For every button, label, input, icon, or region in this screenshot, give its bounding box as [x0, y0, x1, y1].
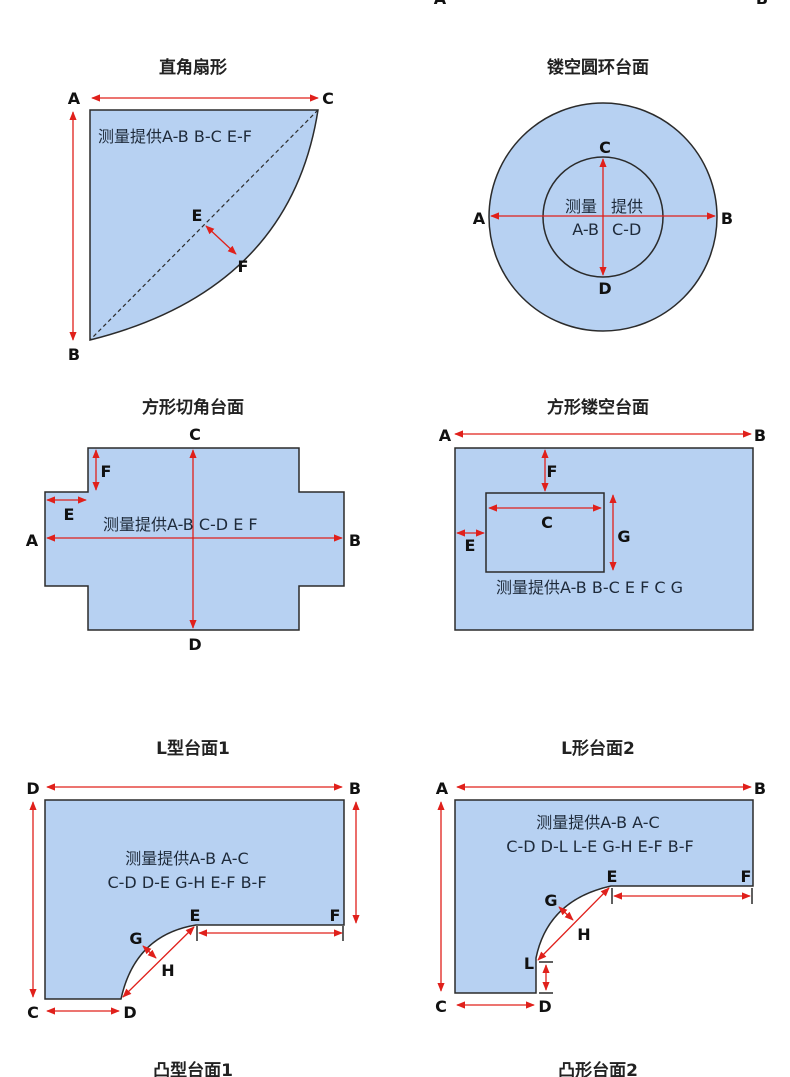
label-c: C [189, 425, 201, 444]
label-c: C [27, 1003, 39, 1022]
measurement-note: 测量提供A-B B-C E-F [98, 127, 252, 146]
label-l: L [524, 954, 534, 973]
panel-title-convex-1: 凸型台面1 [153, 1060, 233, 1077]
label-b: B [349, 779, 361, 798]
panel-title: L形台面2 [561, 738, 635, 759]
panel-title: 方形镂空台面 [547, 397, 649, 418]
label-e: E [192, 206, 203, 225]
label-a: A [68, 89, 81, 108]
dimension-arrow-d-e [122, 926, 195, 998]
l-shape [44, 799, 345, 1000]
label-f: F [547, 462, 558, 481]
hollow-cutout [485, 492, 605, 573]
label-d: D [538, 997, 551, 1016]
measurement-note-1: 测量提供A-B A-C [536, 813, 659, 832]
label-e: E [607, 867, 618, 886]
label-c: C [599, 138, 611, 157]
dimension-arrow-g-h [558, 906, 574, 921]
label-d-top: D [26, 779, 39, 798]
label-b: B [721, 209, 733, 228]
measurement-note-2: C-D D-L L-E G-H E-F B-F [506, 837, 693, 856]
label-a: A [473, 209, 486, 228]
sector-chord [89, 109, 319, 341]
panel-title: 方形切角台面 [142, 397, 244, 418]
label-e: E [64, 505, 75, 524]
label-a: A [26, 531, 39, 550]
label-f: F [741, 867, 752, 886]
measurement-note: 测量提供A-B B-C E F C G [496, 578, 683, 597]
label-h: H [161, 961, 174, 980]
label-e: E [465, 536, 476, 555]
fragment-label-b: B [756, 0, 768, 8]
measurement-note-2b: C-D [612, 220, 641, 239]
label-f: F [238, 257, 249, 276]
measurement-note-1: 测量提供A-B A-C [125, 849, 248, 868]
measurement-note-2: C-D D-E G-H E-F B-F [107, 873, 266, 892]
label-c: C [322, 89, 334, 108]
panel-hollow-ring: 镂空圆环台面 A B C D 测量 提供 A-B C-D [473, 57, 733, 332]
panel-square-hollow: 方形镂空台面 A B F C G E 测量提供A-B B-C E F C G [439, 397, 766, 631]
measurement-note-2a: A-B [572, 220, 599, 239]
panel-title: 直角扇形 [159, 57, 227, 78]
label-b: B [754, 426, 766, 445]
label-g: G [544, 891, 557, 910]
panel-title: 镂空圆环台面 [547, 57, 649, 78]
label-f: F [101, 462, 112, 481]
label-c: C [435, 997, 447, 1016]
label-g: G [129, 929, 142, 948]
panel-title: L型台面1 [156, 738, 230, 759]
panel-square-cut-corners: 方形切角台面 A B C D F E 测量提供A-B C-D E F [26, 397, 361, 654]
label-b: B [754, 779, 766, 798]
dimension-arrow-g-h [142, 945, 157, 959]
panel-l-shape-1: L型台面1 D B C D E F G H 测量提供A-B A-C C-D D-… [26, 738, 361, 1022]
measurement-note-1b: 提供 [611, 197, 643, 216]
label-d: D [598, 279, 611, 298]
cross-shape [44, 447, 345, 631]
label-a: A [439, 426, 452, 445]
label-g: G [617, 527, 630, 546]
label-d-bottom: D [123, 1003, 136, 1022]
panel-title-convex-2: 凸形台面2 [558, 1060, 638, 1077]
fragment-label-a: A [434, 0, 447, 8]
label-e: E [190, 906, 201, 925]
label-d: D [188, 635, 201, 654]
label-f: F [330, 906, 341, 925]
label-b: B [349, 531, 361, 550]
label-a: A [436, 779, 449, 798]
measurement-note-1a: 测量 [565, 197, 597, 216]
top-fragment: A B [434, 0, 768, 8]
panel-l-shape-2: L形台面2 A B C D E F G H L 测量提供A-B A-C C-D … [435, 738, 766, 1016]
label-b: B [68, 345, 80, 364]
panel-right-angle-sector: 直角扇形 A C B E F 测量提供A-B B-C E-F [68, 57, 334, 364]
dimension-arrow-e-f [205, 225, 237, 255]
dimension-arrow-l-e [537, 887, 610, 961]
measurement-note: 测量提供A-B C-D E F [103, 515, 258, 534]
label-h: H [577, 925, 590, 944]
label-c: C [541, 513, 553, 532]
